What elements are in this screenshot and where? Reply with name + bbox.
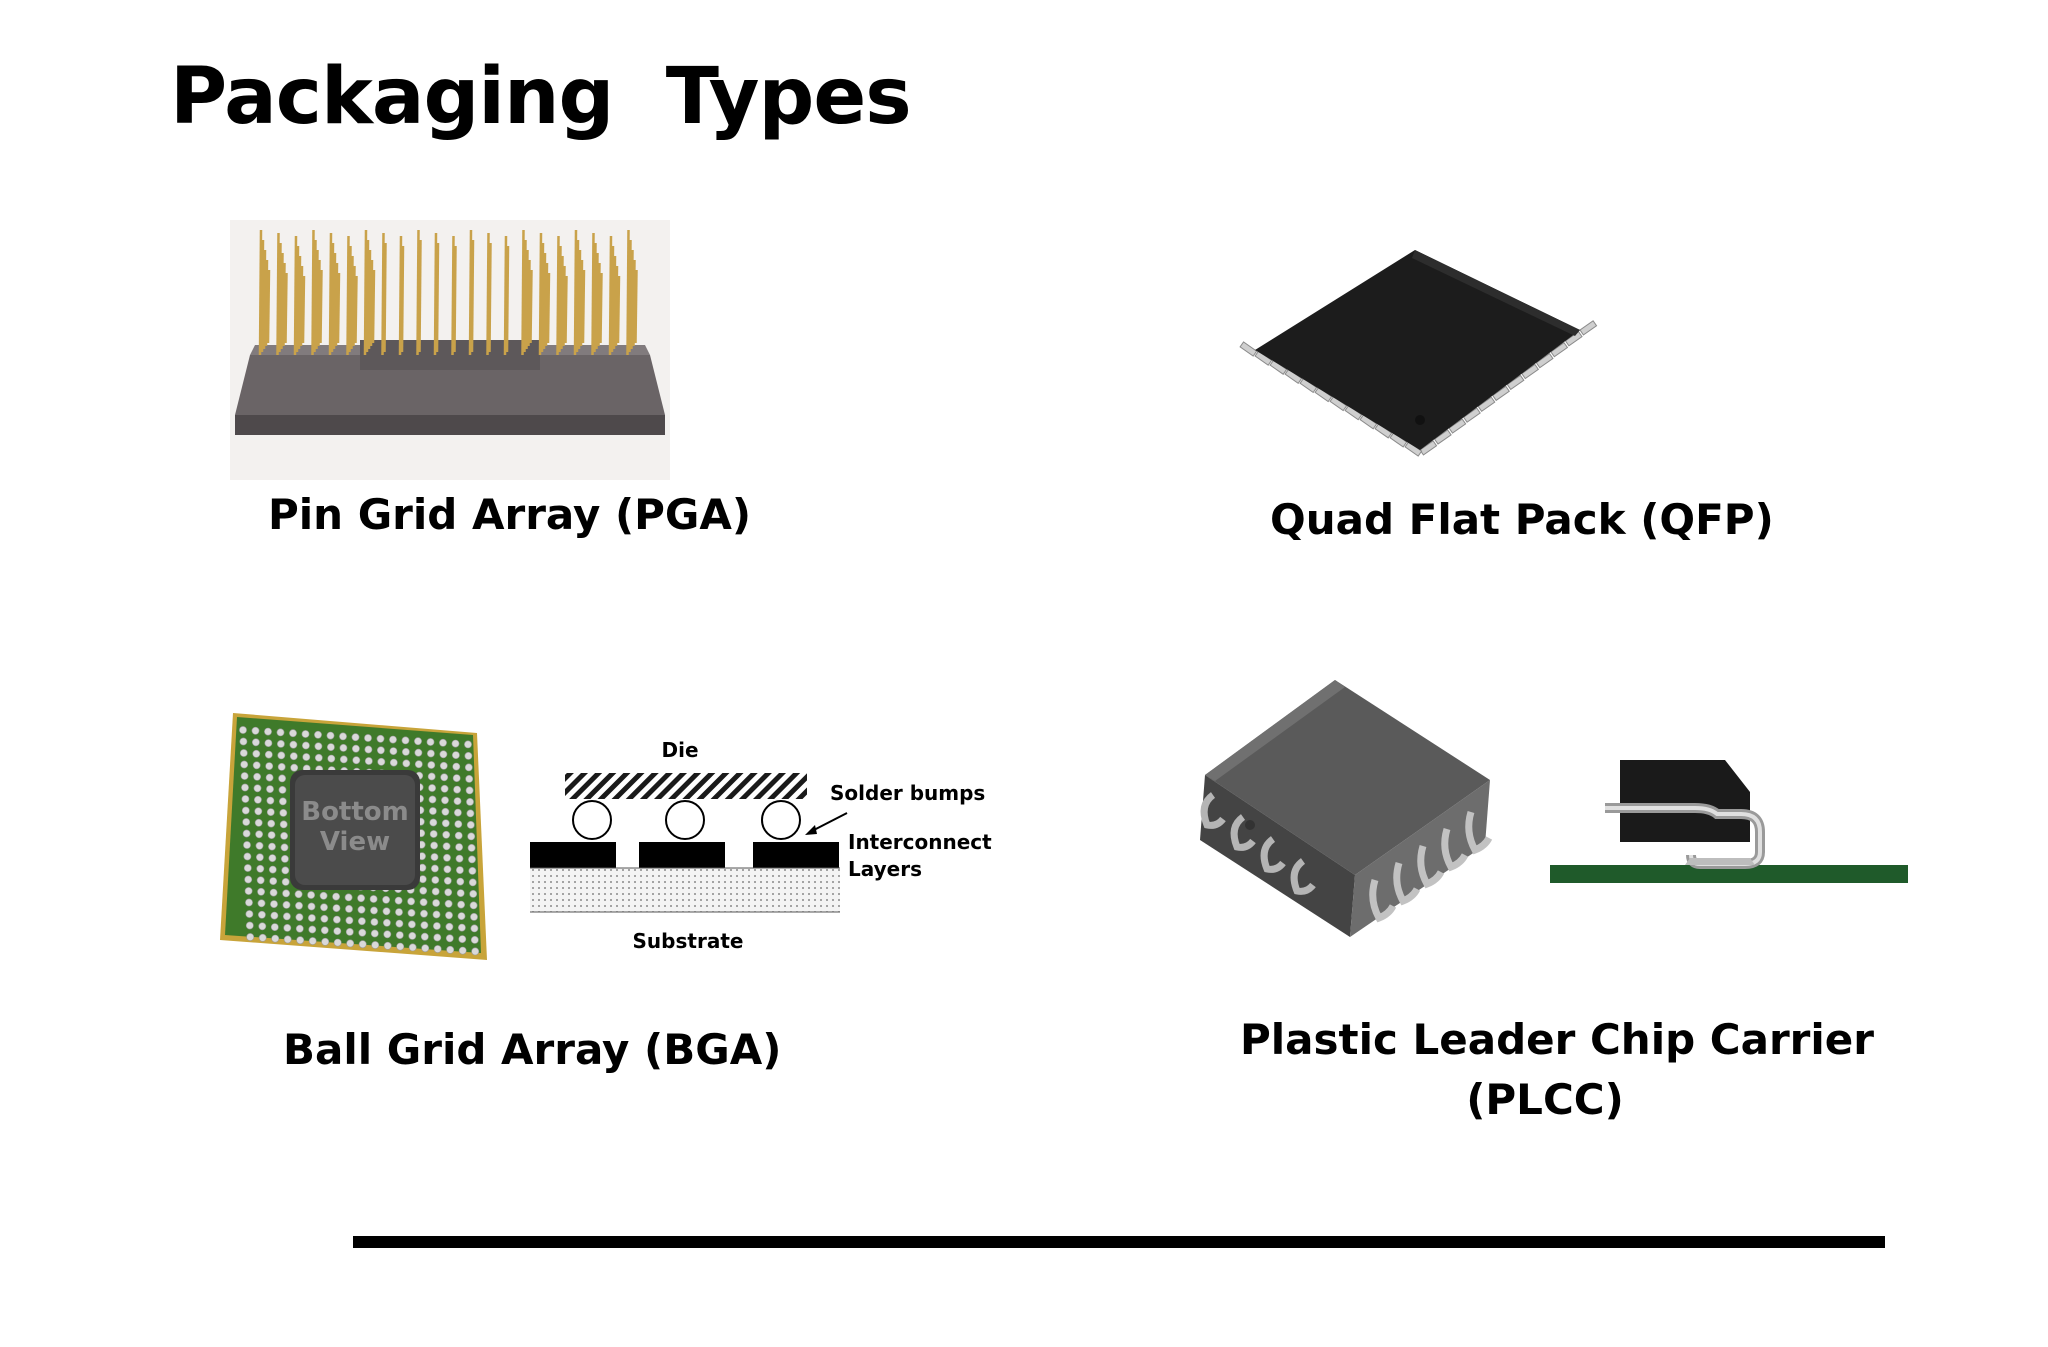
bga-chip-text-2: View [320,827,390,857]
plcc-caption-line1: Plastic Leader Chip Carrier [1240,1015,1874,1064]
plcc-caption-line2: (PLCC) [1466,1075,1624,1124]
pga-caption: Pin Grid Array (PGA) [268,490,752,539]
interconnect-pad [530,842,616,868]
plcc-leads [1200,792,1493,923]
pga-pins [258,229,638,356]
interconnect-pad [639,842,725,868]
pga-image [230,220,670,480]
bga-chip-text-1: Bottom [301,797,409,827]
interconnect-label-1: Interconnect [848,830,992,854]
bga-diagram: Die Solder bumps Interconnect Layers Sub… [530,738,992,953]
bga-chip-image: Bottom View [220,713,487,960]
page-title: Packaging Types [170,52,912,142]
solder-bump [761,800,801,840]
plcc-diagram [1550,760,1908,883]
die-layer [565,773,807,799]
interconnect-label-2: Layers [848,857,922,881]
bga-caption: Ball Grid Array (BGA) [283,1025,782,1074]
solder-bumps-label: Solder bumps [830,781,985,805]
solder-bump [572,800,612,840]
interconnect-pad [753,842,839,868]
bottom-rule [353,1236,1885,1248]
qfp-caption: Quad Flat Pack (QFP) [1270,495,1774,544]
solder-bump [665,800,705,840]
substrate-layer [530,868,840,912]
die-label: Die [661,738,698,762]
plcc-chip-image [1200,680,1493,937]
substrate-label: Substrate [633,929,744,953]
qfp-image [1239,250,1598,457]
plcc-caption: Plastic Leader Chip Carrier (PLCC) [1240,1010,1874,1130]
